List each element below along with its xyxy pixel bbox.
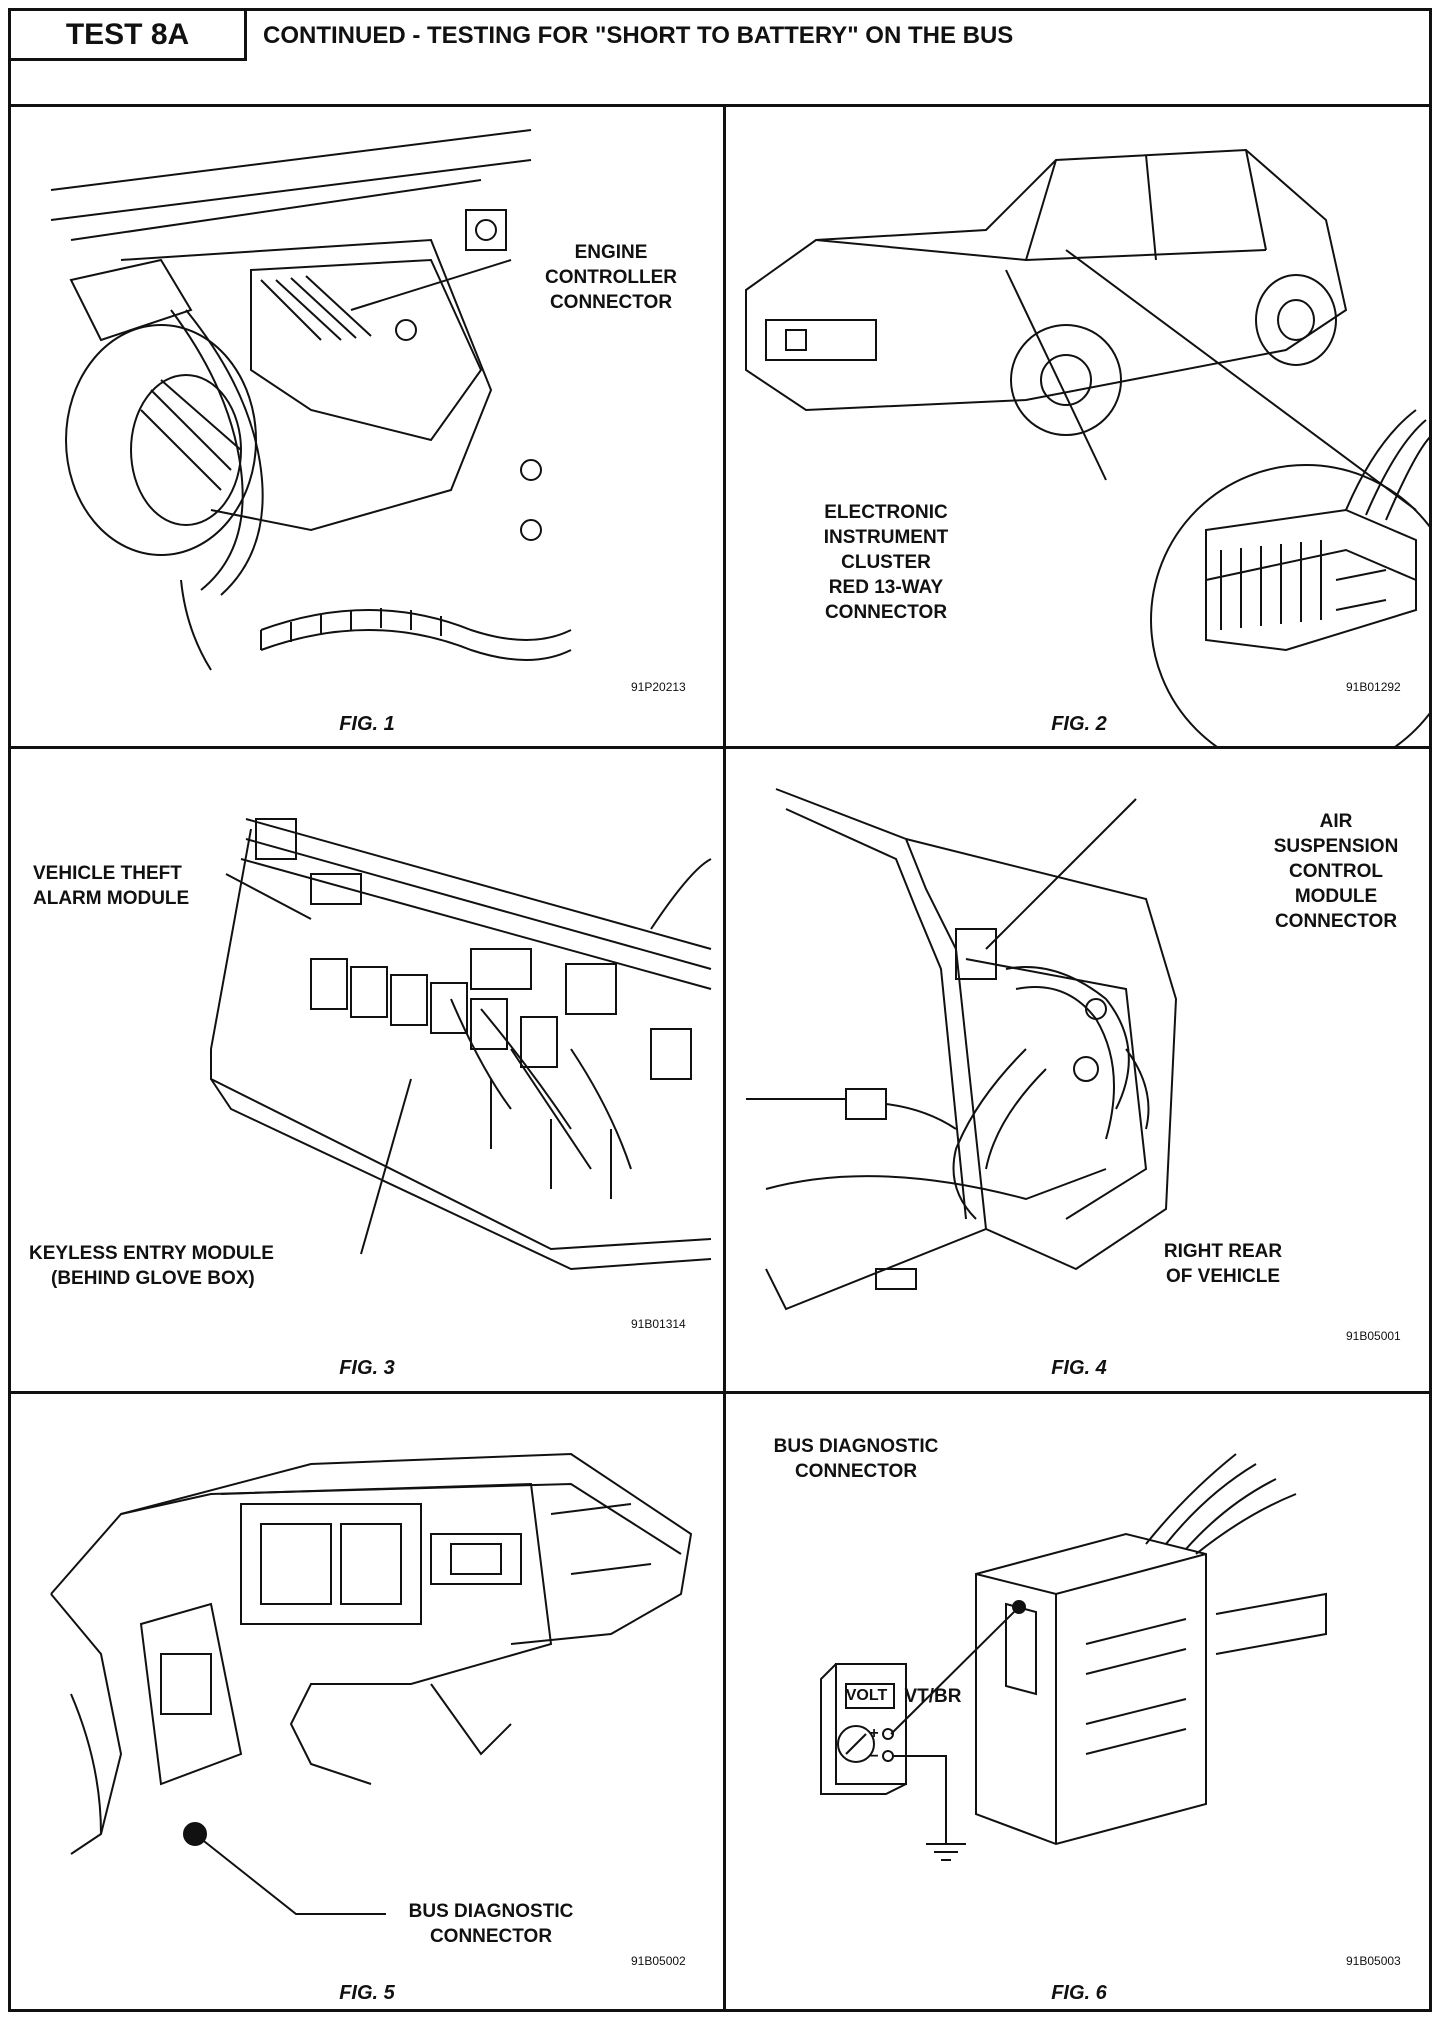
negative-terminal-label: − [869,1748,879,1765]
figure-code: 91B05002 [631,1954,686,1968]
page-title: CONTINUED - TESTING FOR "SHORT TO BATTER… [263,22,1014,49]
figure-6: BUS DIAGNOSTIC CONNECTOR VT/BR VOLT + − … [726,1394,1432,2012]
figure-code: 91B05003 [1346,1954,1401,1968]
figure-caption: FIG. 5 [339,1982,395,2004]
row-divider-2 [11,1391,1429,1394]
header: TEST 8A CONTINUED - TESTING FOR "SHORT T… [11,11,1429,107]
engine-controller-label: ENGINE CONTROLLER CONNECTOR [545,242,677,313]
figure-2: ELECTRONIC INSTRUMENT CLUSTER RED 13-WAY… [726,110,1432,746]
keyless-entry-label: KEYLESS ENTRY MODULE (BEHIND GLOVE BOX) [29,1243,274,1289]
air-suspension-label: AIR SUSPENSION CONTROL MODULE CONNECTOR [1273,811,1399,932]
dash-modules-illustration [210,818,712,1271]
test-id: TEST 8A [11,11,247,61]
positive-terminal-label: + [869,1725,879,1742]
figure-4: AIR SUSPENSION CONTROL MODULE CONNECTOR … [726,749,1432,1391]
figure-code: 91B01292 [1346,680,1401,694]
figure-caption: FIG. 6 [1051,1982,1107,2004]
voltmeter-connector-illustration [820,1453,1327,1861]
bus-diagnostic-connector-label: BUS DIAGNOSTIC CONNECTOR [773,1436,939,1482]
figure-caption: FIG. 3 [339,1357,395,1379]
figure-caption: FIG. 2 [1051,713,1107,735]
figure-code: 91P20213 [631,680,686,694]
figure-caption: FIG. 1 [339,713,395,735]
figure-code: 91B05001 [1346,1329,1401,1343]
figure-1: ENGINE CONTROLLER CONNECTOR 91P20213 FIG… [11,110,723,746]
column-divider [723,107,726,2012]
air-suspension-illustration [746,788,1178,1311]
voltmeter-display: VOLT [845,1687,888,1704]
wire-color-label: VT/BR [904,1686,962,1707]
figure-code: 91B01314 [631,1317,686,1331]
dashboard-illustration [50,1452,693,1915]
figure-caption: FIG. 4 [1051,1357,1107,1379]
diagram-sheet: TEST 8A CONTINUED - TESTING FOR "SHORT T… [8,8,1432,2012]
theft-alarm-label: VEHICLE THEFT ALARM MODULE [33,863,190,909]
bus-diagnostic-label: BUS DIAGNOSTIC CONNECTOR [408,1901,574,1947]
figure-5: BUS DIAGNOSTIC CONNECTOR 91B05002 FIG. 5 [11,1394,723,2012]
right-rear-label: RIGHT REAR OF VEHICLE [1163,1241,1283,1287]
vehicle-cluster-illustration [745,148,1432,746]
instrument-cluster-label: ELECTRONIC INSTRUMENT CLUSTER RED 13-WAY… [823,502,949,623]
figure-3: VEHICLE THEFT ALARM MODULE KEYLESS ENTRY… [11,749,723,1391]
engine-controller-illustration [50,129,572,671]
row-divider-1 [11,746,1429,749]
